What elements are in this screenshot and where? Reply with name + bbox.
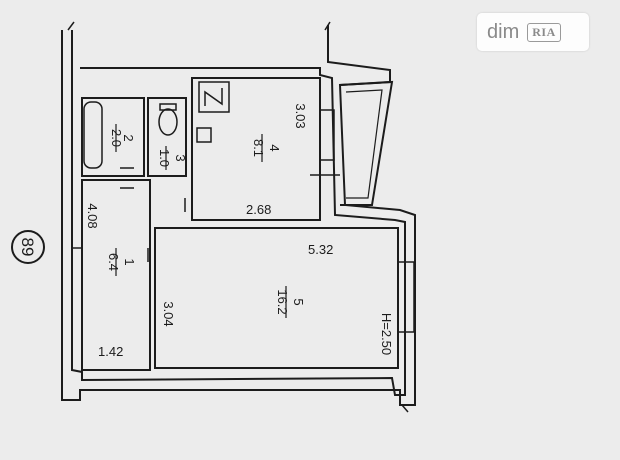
living-length-dimension: 5.32: [308, 242, 333, 257]
room-4-id: 4: [267, 144, 282, 151]
balcony-outline: [339, 80, 394, 206]
room-5-id: 5: [291, 298, 306, 305]
kitchen-length-dimension: 3.03: [293, 103, 308, 128]
room-3-area: 1.0: [157, 149, 172, 167]
apartment-number-circle: [11, 230, 45, 264]
dim-ria-watermark: dim RIA: [477, 13, 589, 51]
bathroom-room-outline: [81, 97, 145, 177]
room-5-area: 16.2: [275, 289, 290, 314]
kitchen-width-dimension: 2.68: [246, 202, 271, 217]
stove-symbol: [204, 88, 223, 106]
kitchen-window: [319, 109, 335, 161]
room-1-id: 1: [122, 258, 137, 265]
living-window: [397, 261, 415, 333]
toilet-fixture: [158, 108, 178, 136]
room-1-area: 6.4: [106, 253, 121, 271]
room-4-area: 8.1: [251, 139, 266, 157]
room-2-id: 2: [121, 134, 136, 141]
watermark-brand: dim: [487, 20, 520, 43]
stove-fixture: [198, 81, 230, 113]
hall-length-dimension: 4.08: [85, 203, 100, 228]
living-width-dimension: 3.04: [161, 301, 176, 326]
outer-wall-outer-line: [61, 25, 416, 406]
room-3-id: 3: [173, 154, 188, 161]
sink-fixture: [196, 127, 212, 143]
outer-wall-inner-line: [71, 30, 406, 396]
wc-room-outline: [147, 97, 187, 177]
balcony-inner-line: [345, 89, 383, 199]
door-ticks: [67, 21, 409, 413]
bathtub-fixture: [83, 101, 103, 169]
ceiling-height-label: H=2.50: [379, 313, 394, 355]
hall-width-dimension: 1.42: [98, 344, 123, 359]
watermark-badge: RIA: [527, 22, 561, 42]
toilet-tank: [159, 103, 177, 111]
apartment-number: 89: [18, 238, 37, 257]
